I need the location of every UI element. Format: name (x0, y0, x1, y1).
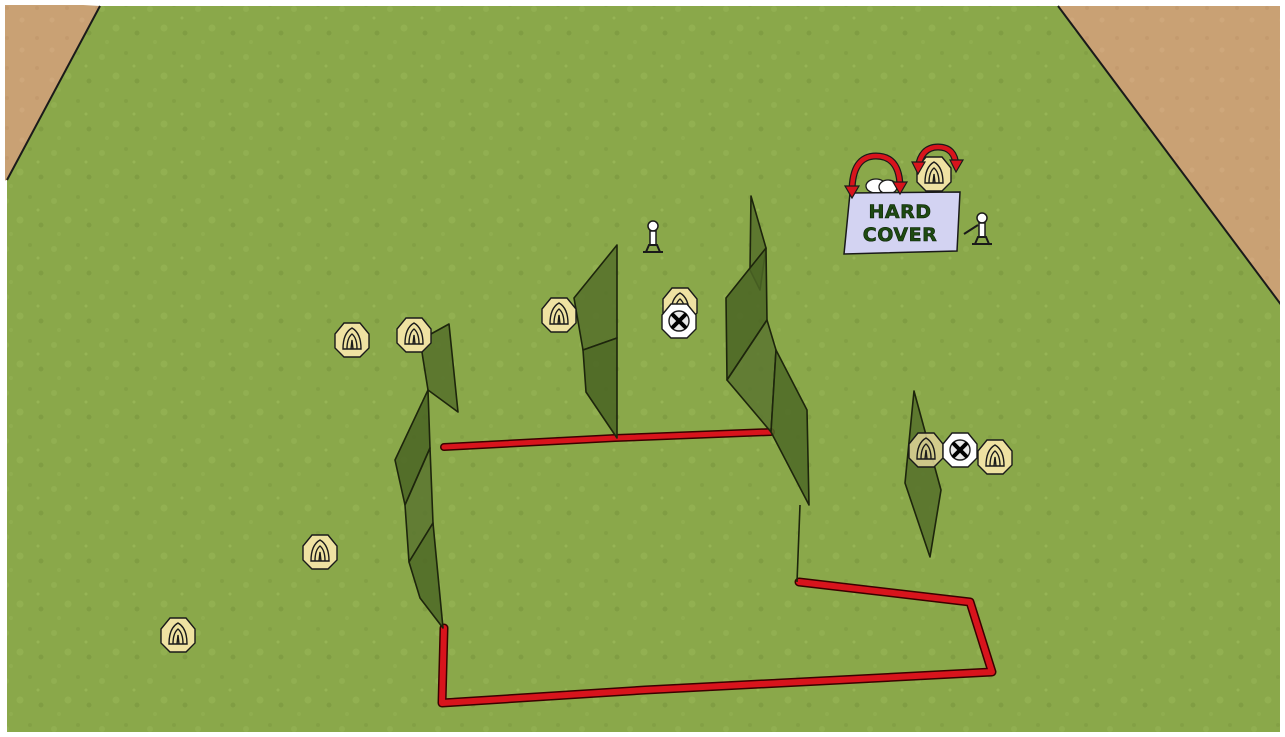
paper-target (303, 535, 337, 569)
grass-bay (7, 6, 1285, 737)
paper-target (161, 618, 195, 652)
sign-text-line-2: COVER (863, 224, 937, 246)
paper-target (909, 433, 943, 467)
paper-target (397, 318, 431, 352)
paper-target (335, 323, 369, 357)
paper-target (542, 298, 576, 332)
no-shoot-target (662, 304, 696, 338)
no-shoot-target (943, 433, 977, 467)
sign-text-line-1: HARD (868, 201, 931, 223)
paper-target (978, 440, 1012, 474)
